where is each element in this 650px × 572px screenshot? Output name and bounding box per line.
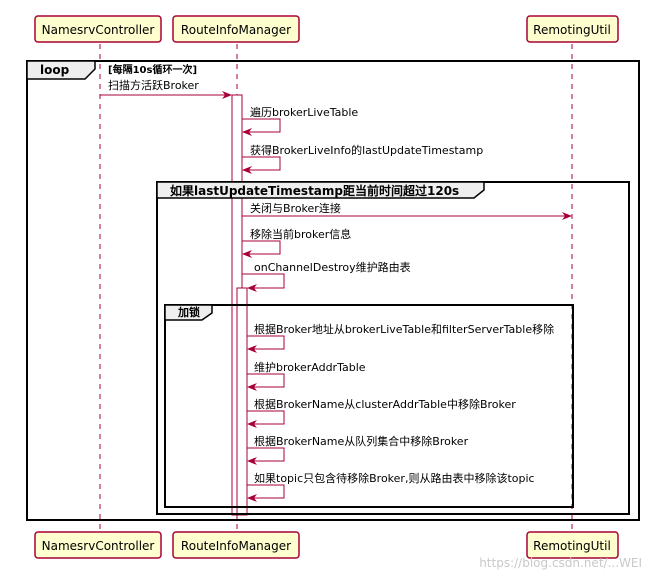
svg-text:如果topic只包含待移除Broker,则从路由表中移除该t: 如果topic只包含待移除Broker,则从路由表中移除该topic [254, 471, 535, 485]
watermark: https://blog.csdn.net/...WEI [479, 556, 642, 570]
alt-frame-label: 如果lastUpdateTimestamp距当前时间超过120s [170, 183, 459, 198]
loop-keyword: loop [40, 63, 70, 77]
message-maintain-addr-table: 维护brokerAddrTable [247, 360, 366, 391]
svg-text:维护brokerAddrTable: 维护brokerAddrTable [254, 360, 366, 374]
message-remove-from-cluster: 根据BrokerName从clusterAddrTable中移除Broker [247, 397, 516, 428]
svg-text:根据BrokerName从队列集合中移除Broker: 根据BrokerName从队列集合中移除Broker [254, 434, 469, 448]
loop-frame: loop [每隔10s循环一次] [26, 60, 640, 521]
participant-remotingutil-bottom: RemotingUtil [526, 531, 619, 559]
svg-text:获得BrokerLiveInfo的lastUpdateTim: 获得BrokerLiveInfo的lastUpdateTimestamp [250, 143, 483, 157]
message-scan-broker: 扫描方活跃Broker [100, 78, 232, 99]
svg-text:RouteInfoManager: RouteInfoManager [181, 23, 291, 37]
loop-condition: [每隔10s循环一次] [108, 63, 197, 76]
participant-namesrvcontroller-top: NamesrvController [34, 15, 162, 43]
svg-text:扫描方活跃Broker: 扫描方活跃Broker [108, 78, 199, 92]
activation-bar-inner [236, 287, 248, 516]
message-remove-topic: 如果topic只包含待移除Broker,则从路由表中移除该topic [247, 471, 535, 502]
svg-text:关闭与Broker连接: 关闭与Broker连接 [250, 201, 341, 215]
message-close-connection: 关闭与Broker连接 [242, 201, 572, 220]
participant-remotingutil-top: RemotingUtil [526, 15, 619, 43]
participant-namesrvcontroller-bottom: NamesrvController [34, 531, 162, 559]
participant-routeinfomanager-bottom: RouteInfoManager [172, 531, 300, 559]
message-traverse-live-table: 遍历brokerLiveTable [242, 106, 358, 136]
message-remove-current-broker: 移除当前broker信息 [242, 227, 351, 258]
message-on-channel-destroy: onChannelDestroy维护路由表 [242, 260, 411, 292]
svg-text:移除当前broker信息: 移除当前broker信息 [250, 227, 351, 241]
lock-frame: 加锁 [164, 304, 574, 508]
participant-routeinfomanager-top: RouteInfoManager [172, 15, 300, 43]
svg-text:NamesrvController: NamesrvController [42, 539, 155, 553]
svg-text:NamesrvController: NamesrvController [42, 23, 155, 37]
svg-text:RouteInfoManager: RouteInfoManager [181, 539, 291, 553]
alt-frame: 如果lastUpdateTimestamp距当前时间超过120s [156, 181, 630, 515]
svg-text:根据Broker地址从brokerLiveTable和fil: 根据Broker地址从brokerLiveTable和filterServerT… [254, 322, 554, 336]
svg-text:RemotingUtil: RemotingUtil [533, 539, 611, 553]
message-remove-from-queue: 根据BrokerName从队列集合中移除Broker [247, 434, 469, 465]
message-remove-from-live-table: 根据Broker地址从brokerLiveTable和filterServerT… [247, 322, 554, 353]
svg-text:RemotingUtil: RemotingUtil [533, 23, 611, 37]
lock-frame-label: 加锁 [177, 305, 200, 319]
message-get-timestamp: 获得BrokerLiveInfo的lastUpdateTimestamp [242, 143, 483, 174]
svg-text:遍历brokerLiveTable: 遍历brokerLiveTable [250, 106, 358, 119]
svg-text:根据BrokerName从clusterAddrTable中: 根据BrokerName从clusterAddrTable中移除Broker [254, 397, 516, 411]
svg-text:onChannelDestroy维护路由表: onChannelDestroy维护路由表 [254, 260, 411, 274]
